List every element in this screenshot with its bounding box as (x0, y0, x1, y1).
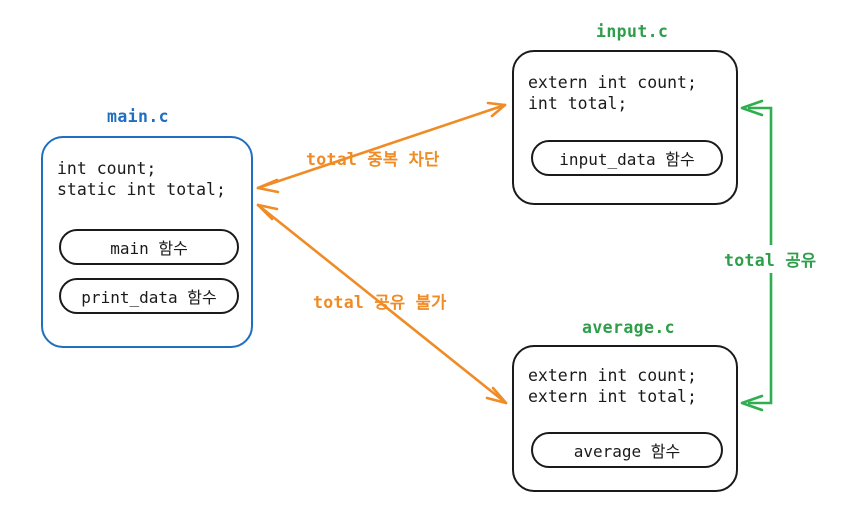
file-label-main: main.c (107, 107, 170, 126)
function-pill-main[interactable]: main 함수 (59, 229, 239, 265)
declarations-average: extern int count; extern int total; (528, 366, 697, 406)
file-box-input[interactable]: extern int count; int total; input_data … (512, 50, 738, 205)
annotation-total-duplicate-block: total 중복 차단 (306, 150, 440, 169)
function-pill-print-data[interactable]: print_data 함수 (59, 278, 239, 314)
declarations-input: extern int count; int total; (528, 73, 697, 113)
annotation-total-no-share: total 공유 불가 (313, 293, 447, 312)
file-box-main[interactable]: int count; static int total; main 함수 pri… (41, 136, 253, 348)
function-pill-input-data[interactable]: input_data 함수 (531, 140, 723, 176)
file-label-average: average.c (582, 318, 676, 337)
file-box-average[interactable]: extern int count; extern int total; aver… (512, 345, 738, 492)
function-pill-average[interactable]: average 함수 (531, 432, 723, 468)
annotation-total-share: total 공유 (719, 245, 822, 273)
file-label-input: input.c (596, 22, 669, 41)
declarations-main: int count; static int total; (57, 159, 226, 199)
